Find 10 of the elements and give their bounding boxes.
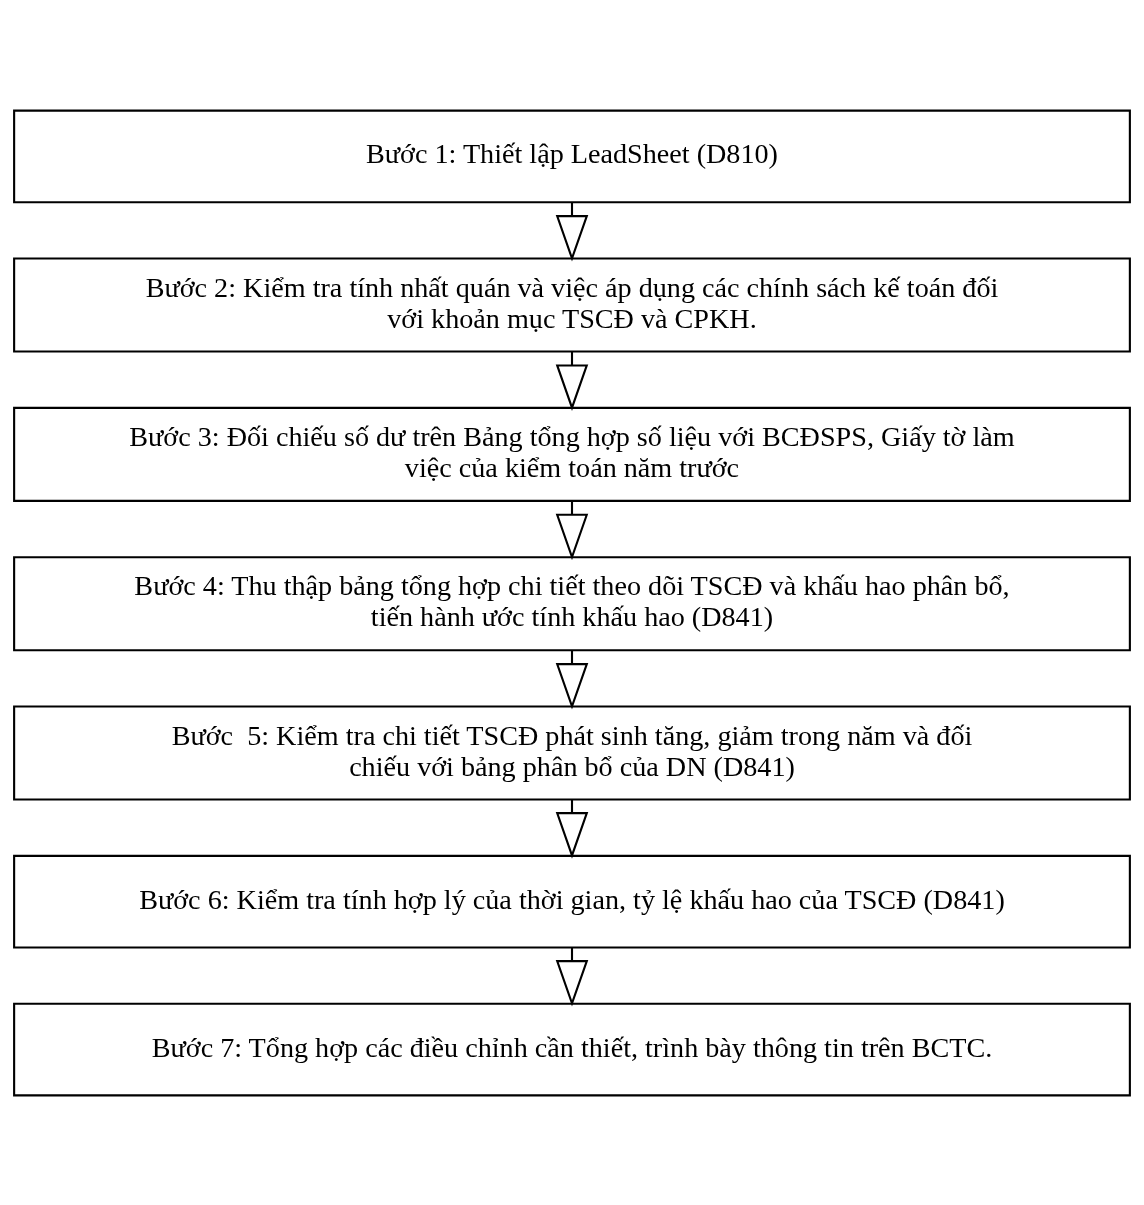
node-box: Bước 2: Kiểm tra tính nhất quán và việc áp dụng các chính sách kế toán đối với khoản mục TSCĐ và CPKH. [13,257,1131,353]
node-box: Bước 6: Kiểm tra tính hợp lý của thời gian, tỷ lệ khấu hao của TSCĐ (D841) [13,854,1131,948]
node-box: Bước 5: Kiểm tra chi tiết TSCĐ phát sinh tăng, giảm trong năm và đối chiếu với bảng phân bổ của DN (D841) [13,705,1131,801]
node-box: Bước 4: Thu thập bảng tổng hợp chi tiết theo dõi TSCĐ và khấu hao phân bổ, tiến hành ước tính khấu hao (D841) [13,555,1131,651]
arrow [555,201,589,262]
arrow [555,500,589,560]
node-box: Bước 7: Tổng hợp các điều chỉnh cần thiết, trình bày thông tin trên BCTC. [13,1002,1131,1096]
arrow [555,649,589,710]
node-box: Bước 3: Đối chiếu số dư trên Bảng tổng hợp số liệu với BCĐSPS, Giấy tờ làm việc của kiểm toán năm trước [13,406,1131,502]
node-box: Bước 1: Thiết lập LeadSheet (D810) [13,109,1131,203]
